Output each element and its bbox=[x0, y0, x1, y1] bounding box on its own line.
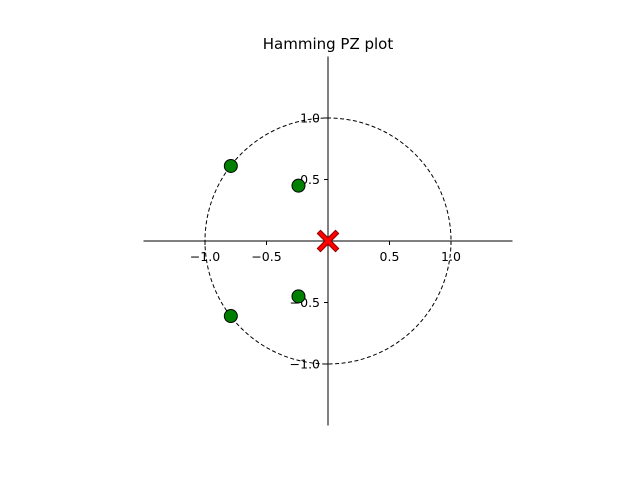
x-tick-label: −1.0 bbox=[190, 249, 220, 264]
zero-marker bbox=[291, 289, 306, 304]
x-tick-label: −0.5 bbox=[251, 249, 281, 264]
zero-marker bbox=[223, 158, 238, 173]
y-tick-label: 1.0 bbox=[300, 111, 320, 126]
x-tick-label: 0.5 bbox=[380, 249, 400, 264]
marks-layer bbox=[223, 158, 340, 324]
y-tick-label: 0.5 bbox=[300, 172, 320, 187]
x-tick-label: 1.0 bbox=[441, 249, 461, 264]
pole-marker bbox=[316, 229, 340, 253]
zero-marker bbox=[291, 178, 306, 193]
y-tick-label: −1.0 bbox=[290, 357, 320, 372]
pole-stroke bbox=[318, 231, 338, 251]
zero-marker bbox=[223, 309, 238, 324]
chart-title: Hamming PZ plot bbox=[263, 35, 394, 53]
